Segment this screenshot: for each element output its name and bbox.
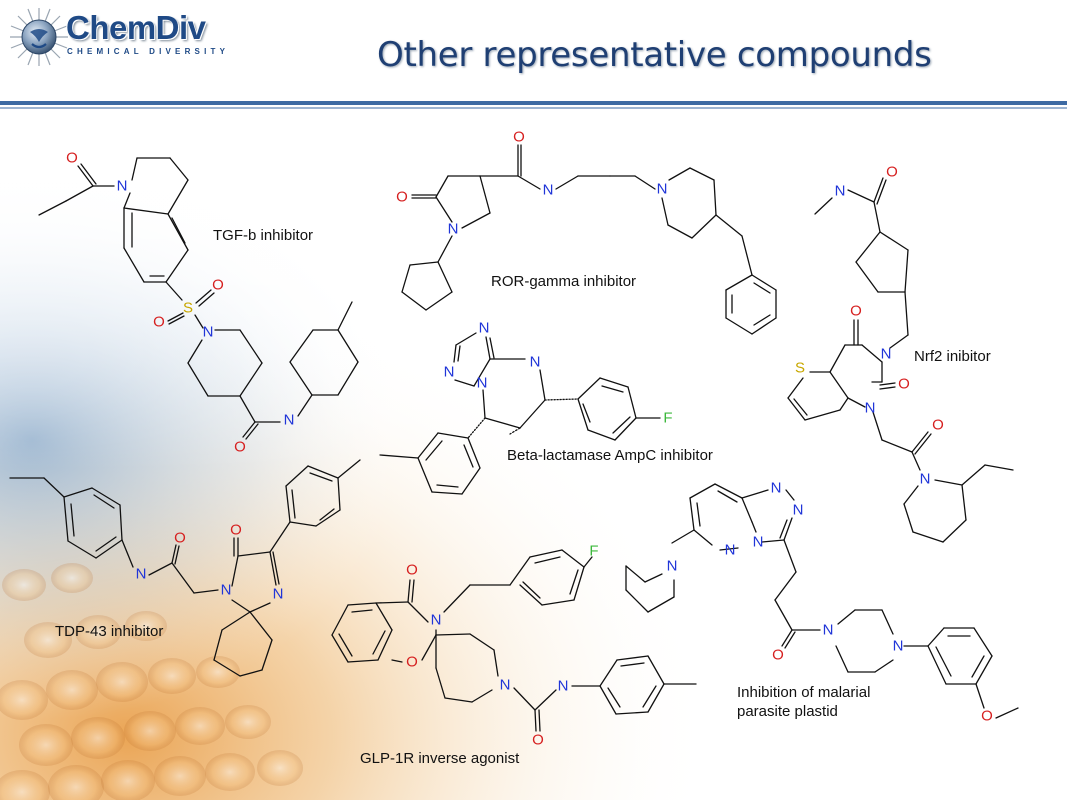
structure-beta-lactamase-inhibitor (379, 332, 661, 495)
atom-nitrogen: N (479, 320, 490, 337)
atom-nitrogen: N (793, 502, 804, 519)
atom-oxygen: O (396, 189, 408, 206)
structure-tdp43-inhibitor (9, 459, 361, 677)
atom-nitrogen: N (448, 221, 459, 238)
atom-nitrogen: N (893, 638, 904, 655)
atom-sulfur: S (183, 300, 193, 317)
caption-malaria-line-2: parasite plastid (737, 703, 838, 720)
atom-nitrogen: N (444, 364, 455, 381)
atom-nitrogen: N (273, 586, 284, 603)
caption-tgfb-inhibitor: TGF-b inhibitor (213, 227, 314, 244)
caption-beta-lactamase-inhibitor: Beta-lactamase AmpC inhibitor (507, 447, 713, 464)
structure-nrf2-inhibitor (787, 177, 1014, 543)
atom-oxygen: O (513, 129, 525, 146)
caption-ror-gamma-inhibitor: ROR-gamma inhibitor (491, 273, 637, 290)
header-divider (0, 101, 1067, 105)
atom-nitrogen: N (500, 677, 511, 694)
atom-oxygen: O (932, 417, 944, 434)
atom-nitrogen: N (558, 678, 569, 695)
caption-nrf2-inhibitor: Nrf2 inibitor (914, 348, 991, 365)
atom-oxygen: O (850, 303, 862, 320)
structure-glp1r-inverse-agonist (331, 549, 697, 732)
caption-glp1r-inverse-agonist: GLP-1R inverse agonist (360, 750, 520, 767)
atom-fluorine: F (663, 410, 672, 427)
atom-oxygen: O (406, 654, 418, 671)
structure-ror-gamma-inhibitor (401, 144, 777, 335)
atom-oxygen: O (66, 150, 78, 167)
atom-nitrogen: N (657, 181, 668, 198)
chemdiv-logo: ChemDiv CHEMICAL DIVERSITY (8, 6, 253, 68)
structure-malaria-plastid-inhibitor (625, 483, 1019, 719)
atom-oxygen: O (886, 164, 898, 181)
atom-oxygen: O (230, 522, 242, 539)
atom-nitrogen: N (725, 542, 736, 559)
atom-oxygen: O (234, 439, 246, 456)
caption-tdp43-inhibitor: TDP-43 inhibitor (55, 623, 164, 640)
atom-nitrogen: N (284, 412, 295, 429)
atom-oxygen: O (153, 314, 165, 331)
atom-nitrogen: N (771, 480, 782, 497)
atom-nitrogen: N (117, 178, 128, 195)
atom-nitrogen: N (431, 612, 442, 629)
atom-nitrogen: N (881, 346, 892, 363)
atom-nitrogen: N (667, 558, 678, 575)
atom-oxygen: O (981, 708, 993, 725)
atom-nitrogen: N (203, 324, 214, 341)
atom-nitrogen: N (221, 582, 232, 599)
chemdiv-logo-mark-icon (10, 8, 68, 66)
logo-tagline: CHEMICAL DIVERSITY (67, 47, 230, 56)
atom-nitrogen: N (530, 354, 541, 371)
atom-oxygen: O (174, 530, 186, 547)
logo-wordmark: ChemDiv (66, 9, 206, 46)
atom-fluorine: F (589, 543, 598, 560)
atom-nitrogen: N (136, 566, 147, 583)
atom-nitrogen: N (865, 400, 876, 417)
atom-oxygen: O (406, 562, 418, 579)
atom-nitrogen: N (477, 375, 488, 392)
header-divider-secondary (0, 107, 1067, 109)
atom-oxygen: O (772, 647, 784, 664)
page-title: Other representative compounds (377, 35, 932, 75)
structure-tgfb-inhibitor (38, 157, 359, 440)
atom-nitrogen: N (823, 622, 834, 639)
atom-nitrogen: N (543, 182, 554, 199)
atom-oxygen: O (532, 732, 544, 749)
atom-oxygen: O (898, 376, 910, 393)
atom-nitrogen: N (835, 183, 846, 200)
atom-sulfur: S (795, 360, 805, 377)
atom-oxygen: O (212, 277, 224, 294)
atom-nitrogen: N (920, 471, 931, 488)
atom-nitrogen: N (753, 534, 764, 551)
caption-malaria-line-1: Inhibition of malarial (737, 684, 871, 701)
